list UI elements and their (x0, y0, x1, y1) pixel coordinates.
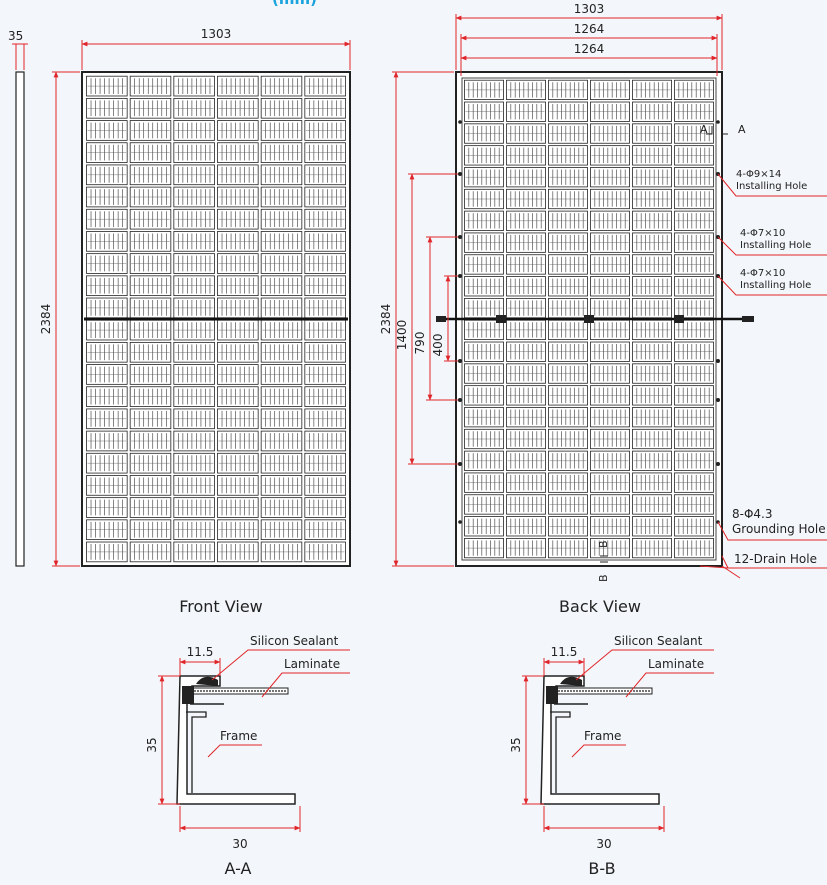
section-top-dim-label: 11.5 (187, 645, 214, 659)
section-mark-a-right: A (738, 123, 746, 136)
section-top-dim-label: 11.5 (551, 645, 578, 659)
section-title: A-A (225, 859, 252, 878)
back-view: 1303 1264 1264 2384 1400 790 400 (379, 2, 827, 616)
heading-partial: (mm) (272, 0, 317, 8)
sealant-label: Silicon Sealant (250, 634, 339, 648)
back-width-label-2: 1264 (574, 22, 605, 36)
frame-label: Frame (584, 729, 621, 743)
front-cell-grid (86, 75, 346, 563)
back-width-label-1: 1303 (574, 2, 605, 16)
back-width-label-3: 1264 (574, 42, 605, 56)
section-width-dim-label: 30 (232, 837, 247, 851)
section-mark-a-left: A (700, 123, 708, 136)
callout-1-line1: 4-Φ9×14 (736, 169, 781, 180)
section-height-dim-label: 35 (145, 737, 159, 752)
back-cell-grid (464, 79, 714, 559)
front-view: 1303 2384 Front View (39, 27, 351, 616)
laminate-label: Laminate (648, 657, 704, 671)
callout-3-line1: 4-Φ7×10 (740, 268, 785, 279)
side-thickness-label: 35 (8, 29, 23, 43)
section-height-dim-label: 35 (509, 737, 523, 752)
section-width-dim-label: 30 (596, 837, 611, 851)
front-view-title: Front View (179, 597, 263, 616)
front-width-label: 1303 (201, 27, 232, 41)
back-height-label-4: 400 (431, 334, 445, 357)
callout-2-line2: Installing Hole (740, 240, 811, 251)
sealant-label: Silicon Sealant (614, 634, 703, 648)
side-view: 35 (8, 29, 28, 567)
callout-3-line2: Installing Hole (740, 280, 811, 291)
section-mark-b-top: B (597, 540, 610, 548)
back-view-title: Back View (559, 597, 641, 616)
section-mark-b-bottom: B (597, 574, 610, 582)
back-height-label-1: 2384 (379, 304, 393, 335)
callout-4-line2: Grounding Hole (732, 522, 826, 536)
section-title: B-B (588, 859, 615, 878)
mounting-holes (458, 120, 720, 524)
back-height-label-3: 790 (413, 332, 427, 355)
frame-label: Frame (220, 729, 257, 743)
back-height-label-2: 1400 (395, 320, 409, 351)
laminate-label: Laminate (284, 657, 340, 671)
callout-5-line1: 12-Drain Hole (734, 552, 817, 566)
front-height-label: 2384 (39, 304, 53, 335)
callout-1-line2: Installing Hole (736, 181, 807, 192)
callout-4-line1: 8-Φ4.3 (732, 507, 773, 521)
callout-2-line1: 4-Φ7×10 (740, 228, 785, 239)
